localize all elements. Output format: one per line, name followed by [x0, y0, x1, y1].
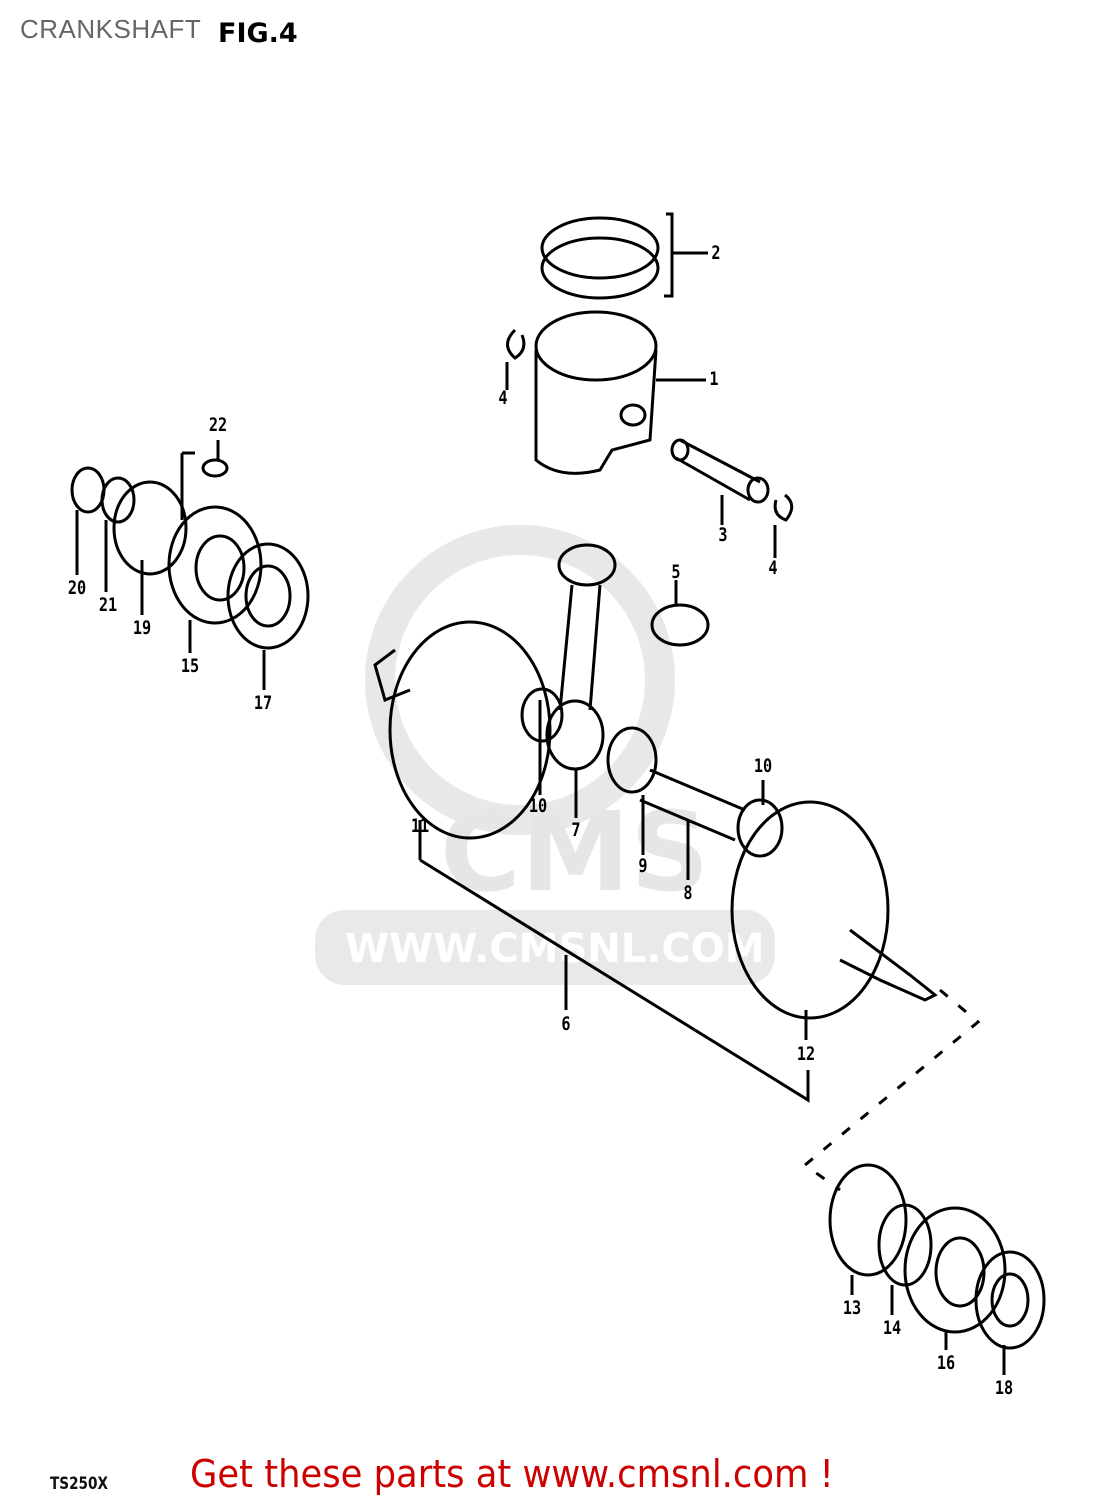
part-callout-20: 20 [67, 577, 87, 599]
right-bearing-assembly [828, 1163, 1046, 1375]
crank-web-left [373, 620, 564, 860]
part-callout-16: 16 [936, 1352, 956, 1374]
piston-rings [540, 212, 708, 300]
part-callout-4: 4 [498, 387, 508, 409]
figure-number: FIG.4 [218, 18, 298, 49]
piston [534, 310, 706, 475]
diagram-title: CRANKSHAFT [20, 14, 202, 44]
part-callout-6: 6 [561, 1013, 571, 1035]
part-callout-8: 8 [683, 882, 693, 904]
part-callout-14: 14 [882, 1317, 902, 1339]
part-callout-22: 22 [208, 414, 228, 436]
left-gear-assembly [70, 440, 310, 690]
part-callout-19: 19 [132, 617, 152, 639]
needle-bearing [650, 580, 710, 647]
part-callout-3: 3 [718, 524, 728, 546]
watermark-url: WWW.CMSNL.COM [345, 926, 765, 972]
part-callout-11: 11 [410, 815, 430, 837]
model-label: TS250X [50, 1474, 108, 1494]
part-callout-2: 2 [711, 242, 721, 264]
connecting-rod [545, 543, 617, 818]
piston-pin [670, 438, 770, 525]
part-callout-10: 10 [753, 755, 773, 777]
part-callout-12: 12 [796, 1043, 816, 1065]
assembly-bracket [419, 858, 981, 1192]
part-callout-4: 4 [768, 557, 778, 579]
part-callout-1: 1 [709, 368, 719, 390]
part-callout-9: 9 [638, 855, 648, 877]
part-callout-10: 10 [528, 795, 548, 817]
part-callout-18: 18 [994, 1377, 1014, 1399]
shop-link[interactable]: Get these parts at www.cmsnl.com ! [190, 1452, 834, 1496]
part-callout-7: 7 [571, 819, 581, 841]
part-callout-21: 21 [98, 594, 118, 616]
crank-pin [606, 726, 784, 880]
circlips [505, 328, 794, 558]
crank-web-right [730, 800, 938, 1040]
part-callout-15: 15 [180, 655, 200, 677]
part-callout-5: 5 [671, 561, 681, 583]
part-callout-17: 17 [253, 692, 273, 714]
part-callout-13: 13 [842, 1297, 862, 1319]
